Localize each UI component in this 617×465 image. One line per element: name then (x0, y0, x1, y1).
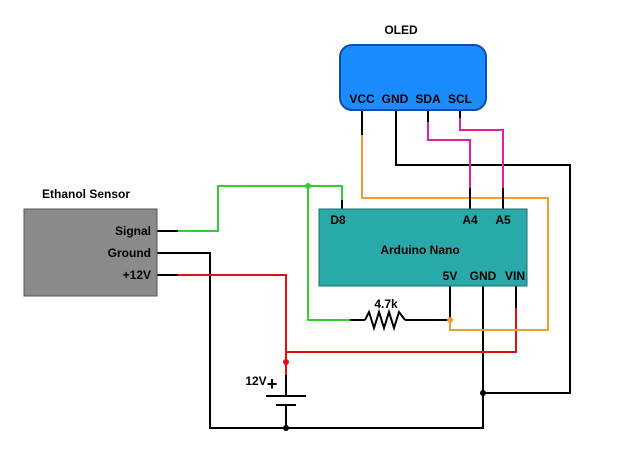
wire-sensor-12v (157, 274, 287, 375)
wire-oled-gnd (395, 110, 571, 394)
oled-pin-sda: SDA (415, 92, 441, 106)
junction-5v (447, 317, 453, 323)
wire-sda (427, 110, 471, 188)
sensor-pin-signal: Signal (115, 224, 151, 238)
battery-label: 12V (245, 374, 266, 388)
battery-12v: 12V + (245, 374, 306, 406)
resistor-label: 4.7k (374, 297, 398, 311)
junction-gnd-bottom (283, 425, 289, 431)
power-5v-wires (361, 110, 549, 331)
sensor-pin-ground: Ground (108, 246, 151, 260)
signal-wires (157, 185, 350, 321)
oled-module: OLED VCC GND SDA SCL (339, 23, 487, 111)
wire-d8-pulldown (307, 186, 350, 321)
ground-wires (157, 110, 571, 429)
oled-title: OLED (384, 23, 418, 37)
wire-arduino-gnd (286, 286, 484, 429)
oled-pin-gnd: GND (382, 92, 409, 106)
sensor-pin-stubs (157, 230, 178, 276)
junction-12v (283, 359, 289, 365)
arduino-pin-5v: 5V (443, 269, 458, 283)
arduino-pin-stubs (341, 200, 517, 320)
resistor: 4.7k (364, 297, 406, 332)
resistor-zigzag (364, 308, 406, 332)
ethanol-sensor: Ethanol Sensor Signal Ground +12V (23, 187, 158, 297)
wire-scl (459, 110, 504, 188)
arduino-title: Arduino Nano (380, 243, 459, 257)
sensor-pin-12v: +12V (123, 268, 151, 282)
wire-vin (286, 308, 517, 353)
oled-pin-scl: SCL (448, 92, 472, 106)
junction-gnd-right (480, 390, 486, 396)
arduino-pin-a5: A5 (495, 213, 511, 227)
oled-pin-vcc: VCC (349, 92, 375, 106)
wire-oled-vcc (361, 110, 549, 331)
arduino-pin-gnd: GND (470, 269, 497, 283)
sensor-title: Ethanol Sensor (42, 187, 130, 201)
arduino-nano: D8 A4 A5 Arduino Nano 5V GND VIN (318, 208, 528, 287)
wire-sensor-signal (157, 185, 343, 232)
oled-body (339, 44, 487, 111)
junction-signal (305, 183, 311, 189)
battery-plus-sign: + (267, 374, 278, 394)
arduino-pin-vin: VIN (505, 269, 525, 283)
junctions (283, 183, 486, 431)
power-12v-wires (157, 274, 517, 375)
sensor-body (23, 208, 158, 297)
arduino-body (318, 208, 528, 287)
wire-sensor-ground (157, 252, 286, 429)
i2c-stubs (361, 108, 504, 210)
i2c-wires (427, 110, 504, 188)
arduino-pin-d8: D8 (330, 213, 346, 227)
arduino-pin-a4: A4 (462, 213, 478, 227)
